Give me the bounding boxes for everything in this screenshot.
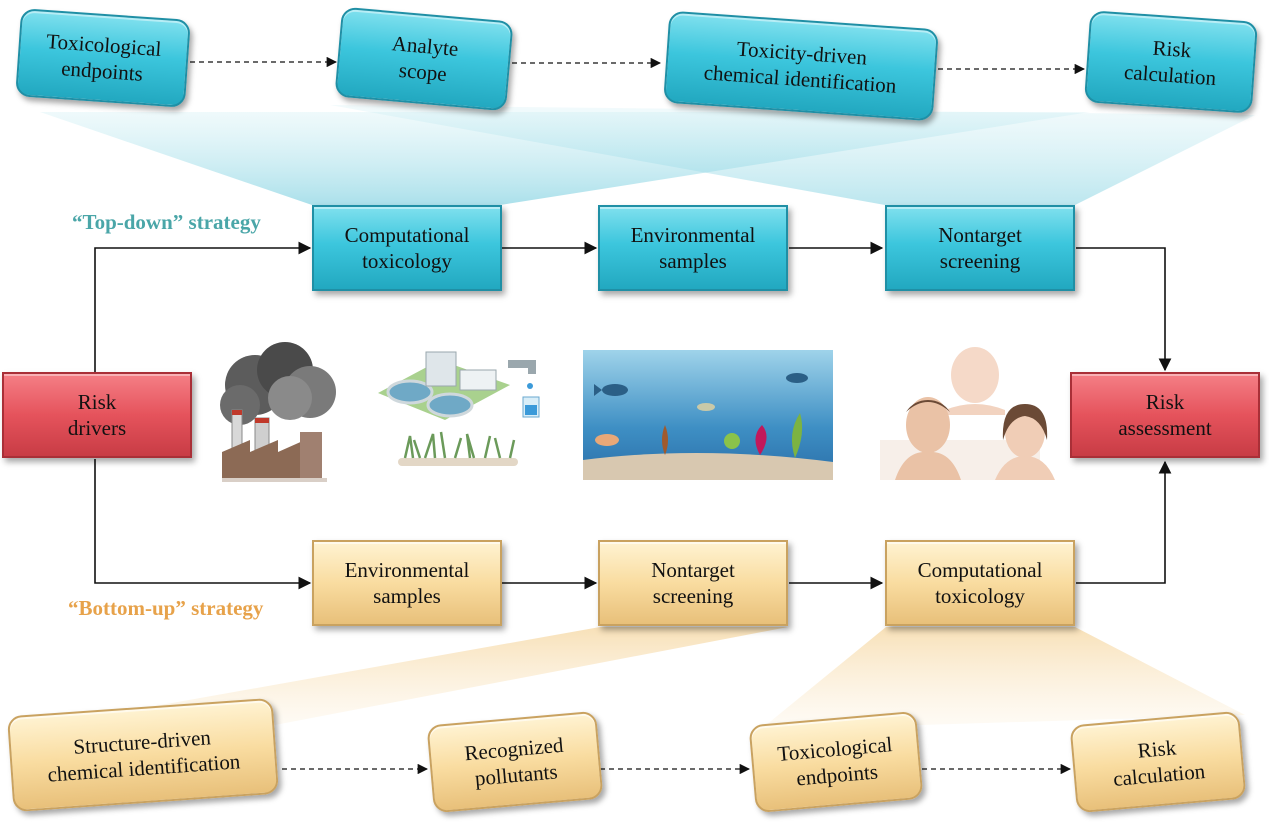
bottom-toxicological-endpoints-box: Toxicological endpoints xyxy=(748,710,924,814)
top-toxicological-endpoints-box: Toxicological endpoints xyxy=(15,8,191,108)
bu-environmental-samples-box: Environmental samples xyxy=(312,540,502,626)
top-toxicity-driven-box: Toxicity-driven chemical identification xyxy=(663,10,939,122)
top-risk-calculation-box: Risk calculation xyxy=(1083,10,1259,114)
risk-assessment-box: Risk assessment xyxy=(1070,372,1260,458)
grass-icon xyxy=(398,431,518,466)
td-computational-toxicology-box: Computational toxicology xyxy=(312,205,502,291)
factory-smoke-icon xyxy=(220,342,336,482)
bottom-recognized-pollutants-box: Recognized pollutants xyxy=(426,710,604,814)
risk-drivers-box: Risk drivers xyxy=(2,372,192,458)
humans-icon xyxy=(880,347,1055,480)
flow-arrow xyxy=(94,459,312,590)
flow-arrow xyxy=(94,241,312,372)
top-fan-right xyxy=(330,105,1255,205)
top-down-strategy-label: “Top-down” strategy xyxy=(72,210,261,234)
bottom-fan-right xyxy=(760,627,1245,730)
td-environmental-samples-box: Environmental samples xyxy=(598,205,788,291)
td-nontarget-screening-box: Nontarget screening xyxy=(885,205,1075,291)
top-analyte-scope-box: Analyte scope xyxy=(334,6,514,112)
bottom-up-strategy-label: “Bottom-up” strategy xyxy=(68,596,264,620)
flow-arrow xyxy=(1076,247,1172,372)
bu-nontarget-screening-box: Nontarget screening xyxy=(598,540,788,626)
bottom-risk-calculation-box: Risk calculation xyxy=(1069,710,1247,814)
water-tap-icon xyxy=(508,360,540,418)
wastewater-plant-icon xyxy=(378,351,510,420)
flow-arrow xyxy=(1076,460,1172,584)
bu-computational-toxicology-box: Computational toxicology xyxy=(885,540,1075,626)
bottom-structure-driven-box: Structure-driven chemical identification xyxy=(6,697,280,813)
aquatic-ecosystem-icon xyxy=(583,350,833,480)
